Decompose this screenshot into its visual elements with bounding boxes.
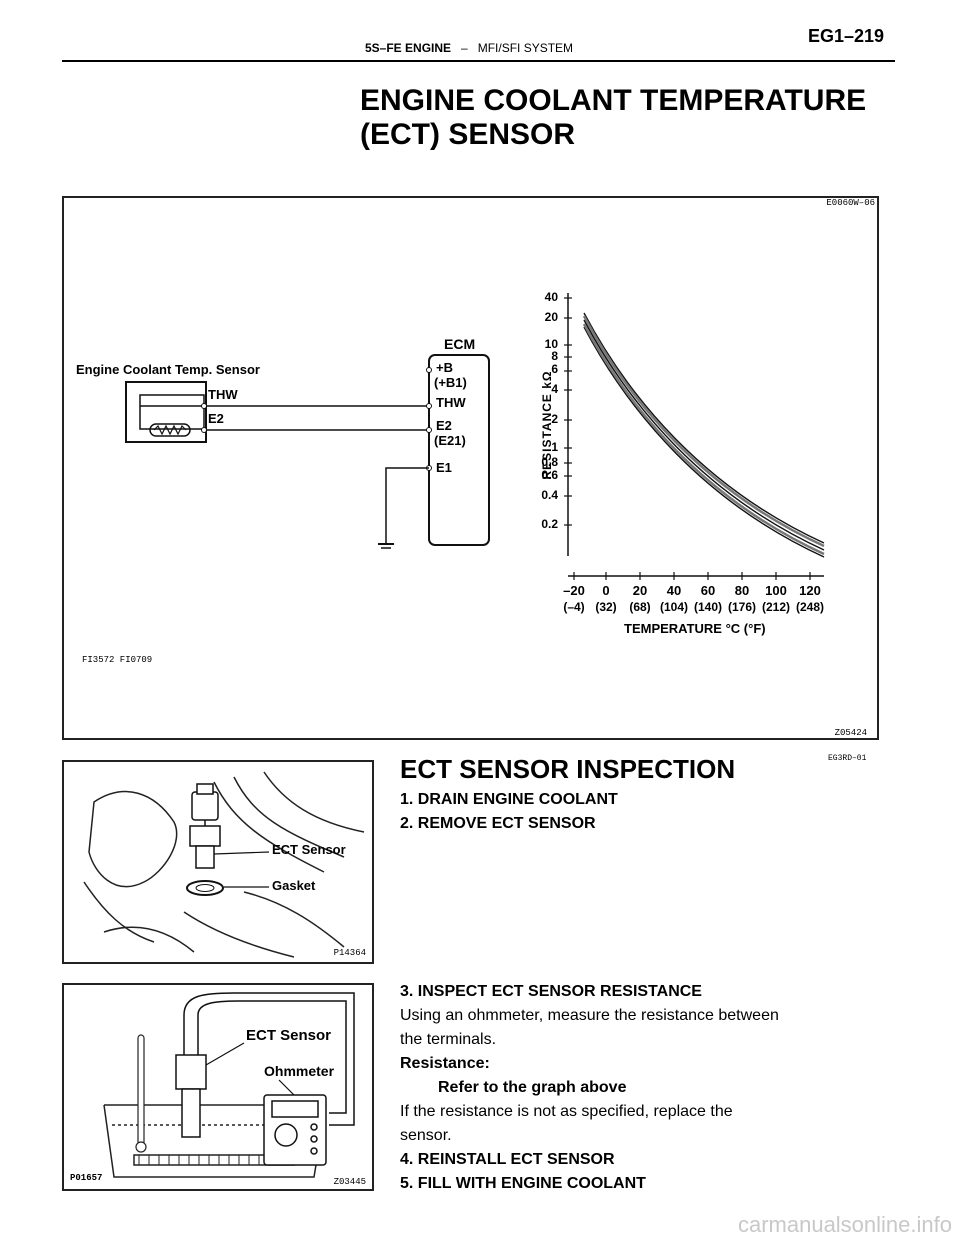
e1-ground-wire — [385, 467, 429, 544]
x-tick-f-6: (176) — [727, 600, 756, 614]
x-axis-label: TEMPERATURE °C (°F) — [624, 621, 766, 636]
thermometer-icon — [135, 1034, 147, 1153]
instruction-line-2: the terminals. — [400, 1031, 497, 1048]
y-tick-2: 2 — [551, 412, 558, 426]
ecm-terminal-b1: (+B1) — [434, 375, 467, 390]
ecm-box — [428, 354, 490, 546]
gasket-callout: Gasket — [272, 878, 316, 893]
x-tick-c-7: 100 — [765, 583, 787, 598]
x-tick-f-7: (212) — [761, 600, 790, 614]
y-tick-8: 8 — [551, 349, 558, 363]
x-axis-ticks — [573, 572, 811, 580]
ect-sensor-callout: ECT Sensor — [246, 1027, 332, 1044]
page-header-section: 5S–FE ENGINE–MFI/SFI SYSTEM — [365, 41, 573, 55]
resistance-curve-band — [582, 312, 825, 558]
x-tick-f-2: (32) — [595, 600, 617, 614]
instruction-line-1: Using an ohmmeter, measure the resistanc… — [400, 1007, 779, 1024]
y-tick-10: 10 — [544, 337, 558, 351]
y-axis-ticks — [564, 297, 572, 526]
x-tick-c-6: 80 — [734, 583, 750, 598]
y-tick-0-2: 0.2 — [541, 517, 558, 531]
inspection-title: ECT SENSOR INSPECTION — [400, 754, 736, 784]
ecm-terminal-e1: E1 — [436, 460, 452, 475]
sensor-label: Engine Coolant Temp. Sensor — [76, 362, 260, 377]
x-tick-c-5: 60 — [700, 583, 716, 598]
figure1-bottom-right-code: Z05424 — [834, 728, 867, 738]
x-tick-f-1: (–4) — [563, 600, 585, 614]
y-tick-6: 6 — [551, 362, 558, 376]
figure3-code-left: P01657 — [70, 1173, 103, 1183]
header-engine: 5S–FE ENGINE — [365, 41, 452, 55]
x-tick-f-3: (68) — [629, 600, 651, 614]
heater-icon — [138, 1155, 280, 1165]
lead-wire-1 — [183, 992, 355, 1126]
sensor-housing — [125, 381, 207, 443]
y-tick-20: 20 — [544, 310, 558, 324]
engine-illustration — [83, 771, 365, 958]
resistance-label: Resistance: — [400, 1055, 490, 1072]
header-rule — [62, 60, 895, 62]
lead-wire-2 — [197, 1000, 347, 1114]
y-tick-4: 4 — [551, 382, 558, 396]
replace-note-line-1: If the resistance is not as specified, r… — [400, 1103, 733, 1120]
header-separator: – — [461, 41, 468, 55]
page-title: ENGINE COOLANT TEMPERATURE (ECT) SENSOR — [360, 84, 866, 152]
x-tick-c-4: 40 — [666, 583, 682, 598]
ecm-terminal-e2: E2 — [436, 418, 452, 433]
inspection-section-code: EG3RD–01 — [828, 754, 867, 763]
ohmmeter-icon — [263, 1094, 327, 1166]
step-4: 4. REINSTALL ECT SENSOR — [400, 1151, 615, 1168]
ohmmeter-illustration — [103, 992, 355, 1178]
figure1-top-code: E0060W–06 — [826, 198, 875, 208]
y-tick-0-4: 0.4 — [541, 488, 558, 502]
ect-sensor-callout: ECT Sensor — [272, 842, 346, 857]
y-tick-40: 40 — [544, 290, 558, 304]
thermistor-icon — [149, 423, 191, 437]
x-tick-c-1: –20 — [563, 583, 585, 598]
x-tick-c-3: 20 — [632, 583, 648, 598]
x-tick-c-2: 0 — [602, 583, 610, 598]
page-number: EG1–219 — [808, 26, 885, 46]
figure2-code: P14364 — [333, 948, 366, 958]
sensor-removal-figure: ECT Sensor Gasket P14364 — [62, 760, 374, 964]
e2-left-label: E2 — [208, 411, 224, 426]
thw-left-label: THW — [208, 387, 238, 402]
x-tick-f-5: (140) — [693, 600, 722, 614]
ohmmeter-test-figure: ECT Sensor Ohmmeter P01657 Z03445 — [62, 983, 374, 1191]
resistance-value: Refer to the graph above — [438, 1079, 627, 1096]
step-3: 3. INSPECT ECT SENSOR RESISTANCE — [400, 983, 702, 1000]
title-line-1: ENGINE COOLANT TEMPERATURE — [360, 84, 867, 117]
ecm-label: ECM — [444, 336, 476, 352]
y-tick-0-8: 0.8 — [541, 455, 558, 469]
x-tick-f-8: (248) — [795, 600, 824, 614]
figure1-drawing — [125, 293, 825, 580]
ohmmeter-callout: Ohmmeter — [264, 1063, 335, 1079]
watermark: carmanualsonline.info — [737, 1212, 952, 1237]
y-tick-0-6: 0.6 — [541, 468, 558, 482]
ect-circuit-and-graph-figure: E0060W–06 FI3572 FI0709 Z05424 Engine Co… — [62, 196, 879, 740]
ect-sensor-icon — [189, 783, 221, 869]
ecm-terminal-e21: (E21) — [434, 433, 466, 448]
ect-sensor-icon — [175, 1015, 207, 1138]
step-5: 5. FILL WITH ENGINE COOLANT — [400, 1175, 646, 1192]
x-tick-f-4: (104) — [659, 600, 688, 614]
replace-note-line-2: sensor. — [400, 1127, 452, 1144]
ecm-terminal-thw: THW — [436, 395, 466, 410]
ecm-terminal-b: +B — [436, 360, 453, 375]
step-2: 2. REMOVE ECT SENSOR — [400, 815, 596, 832]
header-system: MFI/SFI SYSTEM — [477, 41, 574, 55]
y-tick-1: 1 — [551, 440, 558, 454]
title-line-2: (ECT) SENSOR — [360, 118, 576, 151]
figure3-code-right: Z03445 — [333, 1177, 366, 1187]
step-1: 1. DRAIN ENGINE COOLANT — [400, 791, 618, 808]
figure1-bottom-left-code: FI3572 FI0709 — [82, 655, 153, 665]
gasket-icon — [186, 880, 224, 896]
x-tick-c-8: 120 — [799, 583, 821, 598]
